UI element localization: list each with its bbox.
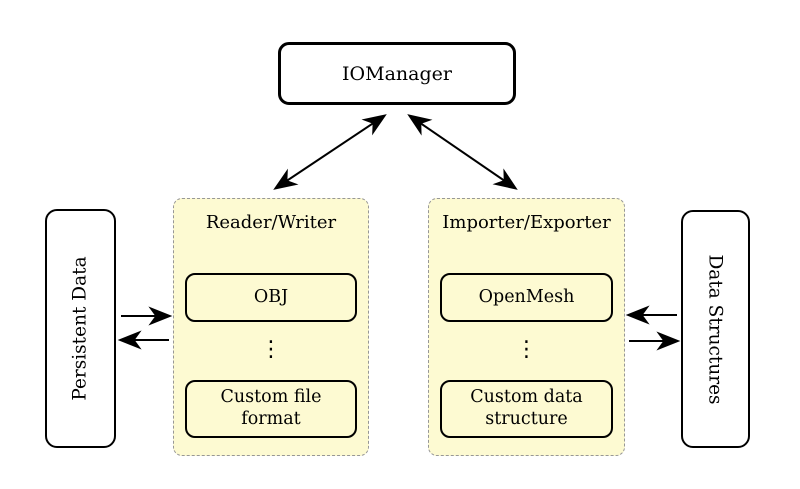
persistent-data-node: Persistent Data	[45, 209, 116, 448]
reader-writer-panel: Reader/Writer OBJ ⋮ Custom file format	[173, 198, 369, 456]
importer-exporter-ellipsis: ⋮	[515, 337, 538, 362]
obj-node: OBJ	[185, 273, 357, 322]
custom-data-structure-label: Custom data structure	[470, 387, 583, 429]
custom-file-format-label: Custom file format	[220, 387, 322, 429]
reader-writer-title: Reader/Writer	[205, 212, 337, 233]
openmesh-label: OpenMesh	[478, 286, 575, 307]
importer-exporter-title: Importer/Exporter	[442, 212, 611, 233]
importer-exporter-panel: Importer/Exporter OpenMesh ⋮ Custom data…	[428, 198, 625, 456]
reader-writer-ellipsis: ⋮	[260, 337, 282, 362]
obj-label: OBJ	[253, 286, 289, 307]
arrow-iomanager-importerexporter	[407, 114, 518, 190]
openmesh-node: OpenMesh	[440, 273, 613, 322]
persistent-data-label: Persistent Data	[70, 256, 92, 401]
custom-data-structure-node: Custom data structure	[440, 380, 613, 438]
iomanager-node: IOManager	[278, 42, 516, 105]
data-structures-label: Data Structures	[705, 253, 727, 405]
custom-file-format-node: Custom file format	[185, 380, 357, 438]
iomanager-label: IOManager	[342, 62, 452, 85]
data-structures-node: Data Structures	[681, 210, 750, 448]
arrow-iomanager-readerwriter	[273, 114, 387, 190]
